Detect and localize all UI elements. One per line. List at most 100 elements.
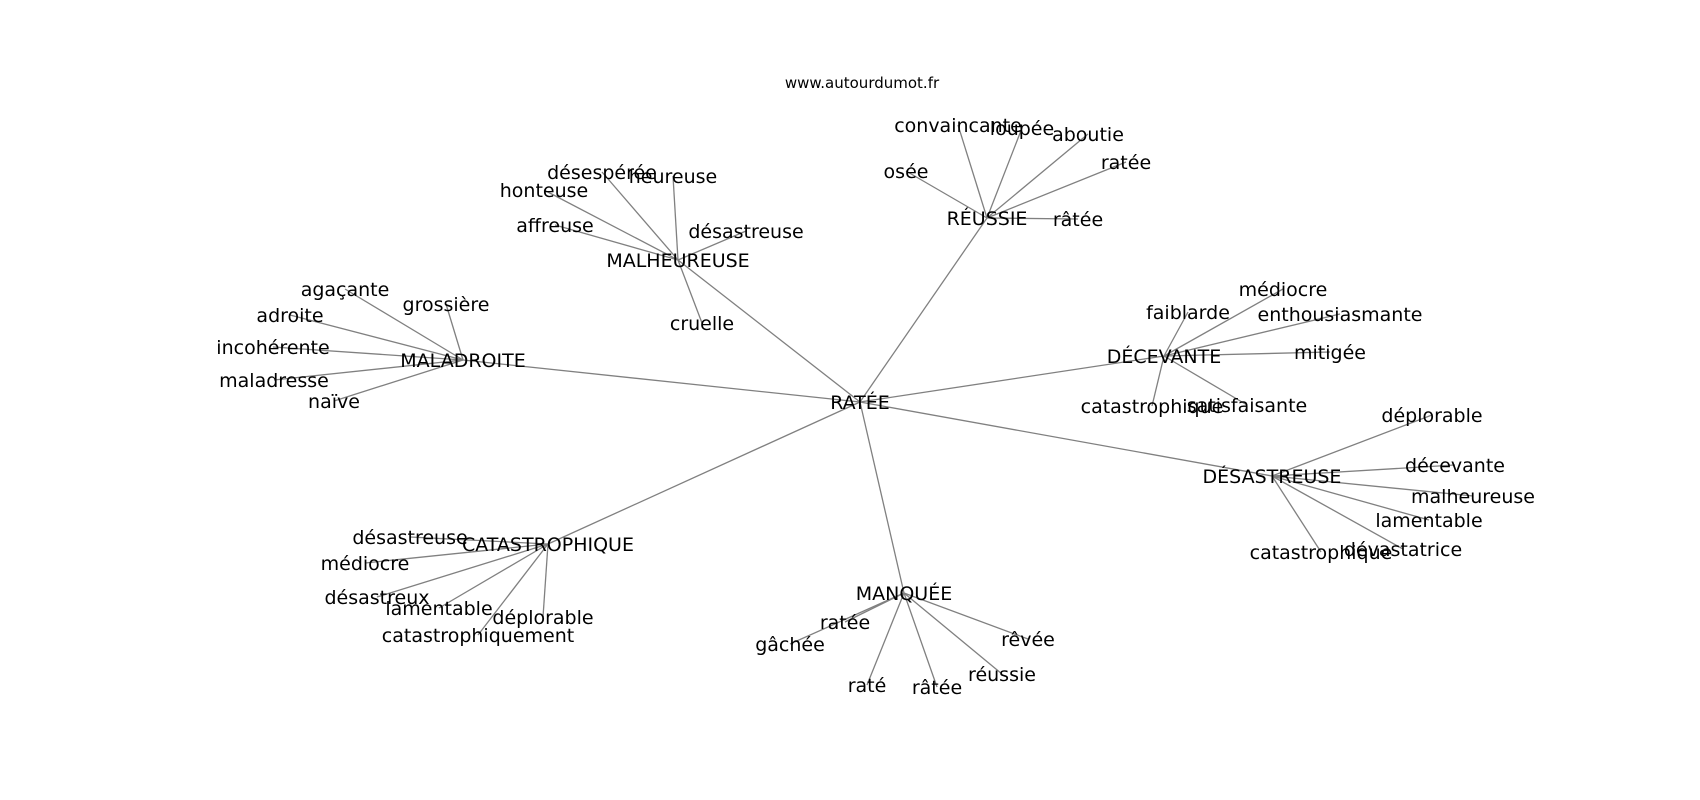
leaf-node-malheureuse-desesperee[interactable]: désespérée: [547, 162, 657, 184]
leaf-node-malheureuse-heureuse[interactable]: heureuse: [629, 166, 718, 188]
edges: [272, 124, 1474, 688]
leaf-node-catastrophique-mediocre[interactable]: médiocre: [321, 553, 410, 575]
edge-decevante-catastrophique: [1151, 355, 1165, 407]
leaf-node-maladroite-maladresse[interactable]: maladresse: [219, 370, 329, 392]
leaf-node-decevante-mitigee[interactable]: mitigée: [1294, 342, 1366, 364]
edge-maladroite-naive: [333, 359, 464, 402]
leaf-node-decevante-faiblarde[interactable]: faiblarde: [1146, 302, 1230, 324]
center-node-label[interactable]: RATÉE: [830, 391, 890, 414]
leaf-node-manquee-reussie[interactable]: réussie: [968, 664, 1036, 686]
edge-catastrophique-lamentable: [438, 543, 549, 609]
leaf-node-manquee-rate[interactable]: raté: [848, 675, 887, 697]
leaf-node-reussie-aboutie[interactable]: aboutie: [1052, 124, 1124, 146]
edge-malheureuse-affreuse: [554, 224, 679, 261]
edge-center-catastrophique: [547, 401, 861, 545]
hub-node-desastreuse[interactable]: DÉSASTREUSE: [1203, 465, 1342, 488]
edge-decevante-enthousiasmante: [1163, 313, 1341, 357]
edge-catastrophique-deplorable: [542, 543, 549, 618]
leaf-node-malheureuse-desastreuse[interactable]: désastreuse: [688, 221, 803, 243]
leaf-node-decevante-catastrophique[interactable]: catastrophique: [1081, 396, 1224, 418]
edge-reussie-ratee: [986, 217, 1079, 220]
edge-desastreuse-decevante: [1271, 464, 1456, 477]
leaf-node-reussie-ratee[interactable]: râtée: [1053, 209, 1103, 231]
edge-manquee-rate: [866, 592, 905, 686]
leaf-node-manquee-ratee[interactable]: ratée: [820, 612, 870, 634]
leaf-node-catastrophique-lamentable[interactable]: lamentable: [385, 598, 492, 620]
leaf-node-desastreuse-catastrophique[interactable]: catastrophique: [1250, 542, 1393, 564]
leaf-node-desastreuse-devastatrice[interactable]: dévastatrice: [1344, 539, 1462, 561]
edge-malheureuse-honteuse: [543, 189, 679, 261]
edge-malheureuse-cruelle: [677, 259, 703, 324]
edge-decevante-faiblarde: [1163, 311, 1189, 357]
leaf-node-desastreuse-deplorable[interactable]: déplorable: [1381, 405, 1482, 427]
leaf-node-desastreuse-malheureuse[interactable]: malheureuse: [1411, 486, 1535, 508]
leaf-node-manquee-gachee[interactable]: gâchée: [755, 634, 825, 656]
leaf-node-manquee-ratee[interactable]: râtée: [912, 677, 962, 699]
hub-node-reussie[interactable]: RÉUSSIE: [947, 207, 1028, 230]
edge-maladroite-adroite: [289, 314, 464, 361]
leaf-node-catastrophique-catastrophiquement[interactable]: catastrophiquement: [382, 625, 574, 647]
edge-maladroite-agacante: [344, 288, 464, 361]
edge-reussie-ratee: [986, 161, 1127, 219]
edge-manquee-revee: [903, 592, 1029, 640]
leaf-node-malheureuse-cruelle[interactable]: cruelle: [670, 313, 734, 335]
edge-center-maladroite: [462, 359, 861, 403]
leaf-node-maladroite-incoherente[interactable]: incohérente: [216, 337, 329, 359]
edge-center-desastreuse: [859, 401, 1273, 477]
leaf-node-catastrophique-deplorable[interactable]: déplorable: [492, 607, 593, 629]
edge-maladroite-incoherente: [272, 346, 464, 361]
leaf-node-desastreuse-lamentable[interactable]: lamentable: [1375, 510, 1482, 532]
leaf-node-catastrophique-desastreuse[interactable]: désastreuse: [352, 527, 467, 549]
leaf-node-desastreuse-decevante[interactable]: décevante: [1405, 455, 1505, 477]
edge-malheureuse-heureuse: [672, 175, 679, 261]
edge-desastreuse-lamentable: [1271, 475, 1430, 521]
leaf-node-maladroite-agacante[interactable]: agaçante: [301, 279, 390, 301]
leaf-node-decevante-satisfaisante[interactable]: satisfaisante: [1187, 395, 1308, 417]
leaf-node-manquee-revee[interactable]: rêvée: [1001, 629, 1055, 651]
edge-decevante-mitigee: [1163, 351, 1331, 357]
leaf-node-maladroite-grossiere[interactable]: grossière: [403, 294, 490, 316]
edge-desastreuse-malheureuse: [1271, 475, 1474, 497]
leaf-node-decevante-enthousiasmante[interactable]: enthousiasmante: [1258, 304, 1423, 326]
leaf-node-maladroite-naive[interactable]: naïve: [308, 391, 360, 413]
edge-center-manquee: [859, 401, 905, 594]
leaf-node-reussie-convaincante[interactable]: convaincante: [894, 115, 1022, 137]
leaf-node-decevante-mediocre[interactable]: médiocre: [1239, 279, 1328, 301]
edge-maladroite-grossiere: [445, 303, 464, 361]
hub-node-decevante[interactable]: DÉCEVANTE: [1107, 345, 1222, 368]
edge-malheureuse-desastreuse: [677, 230, 747, 261]
edge-catastrophique-catastrophiquement: [477, 543, 549, 636]
edge-maladroite-maladresse: [273, 359, 464, 381]
edge-manquee-ratee: [903, 592, 938, 688]
leaf-node-catastrophique-desastreux[interactable]: désastreux: [324, 587, 429, 609]
edge-desastreuse-devastatrice: [1271, 475, 1404, 550]
leaf-node-reussie-loupee[interactable]: loupée: [990, 118, 1054, 140]
leaf-node-reussie-osee[interactable]: osée: [884, 161, 929, 183]
leaf-node-reussie-ratee[interactable]: ratée: [1101, 152, 1151, 174]
edge-reussie-convaincante: [957, 124, 988, 219]
edge-reussie-osee: [905, 170, 988, 219]
hub-node-malheureuse[interactable]: MALHEUREUSE: [606, 250, 749, 272]
edge-reussie-loupee: [986, 127, 1023, 219]
edge-decevante-mediocre: [1163, 288, 1284, 357]
edge-catastrophique-desastreuse: [409, 536, 549, 545]
edge-center-decevante: [859, 355, 1165, 403]
edge-manquee-gachee: [789, 592, 905, 645]
hub-node-manquee[interactable]: MANQUÉE: [856, 582, 952, 605]
edge-reussie-aboutie: [986, 133, 1089, 219]
edge-center-malheureuse: [677, 259, 861, 403]
leaf-node-malheureuse-honteuse[interactable]: honteuse: [500, 180, 588, 202]
edge-catastrophique-mediocre: [364, 543, 549, 564]
edge-malheureuse-desesperee: [601, 171, 679, 261]
hub-node-maladroite[interactable]: MALADROITE: [400, 350, 525, 372]
edge-decevante-satisfaisante: [1163, 355, 1248, 406]
hub-node-catastrophique[interactable]: CATASTROPHIQUE: [462, 534, 634, 556]
leaf-node-maladroite-adroite[interactable]: adroite: [256, 305, 323, 327]
edge-catastrophique-desastreux: [376, 543, 549, 598]
edge-desastreuse-deplorable: [1271, 414, 1433, 477]
edge-manquee-reussie: [903, 592, 1003, 675]
leaf-node-malheureuse-affreuse[interactable]: affreuse: [516, 215, 593, 237]
edge-center-reussie: [859, 217, 988, 403]
